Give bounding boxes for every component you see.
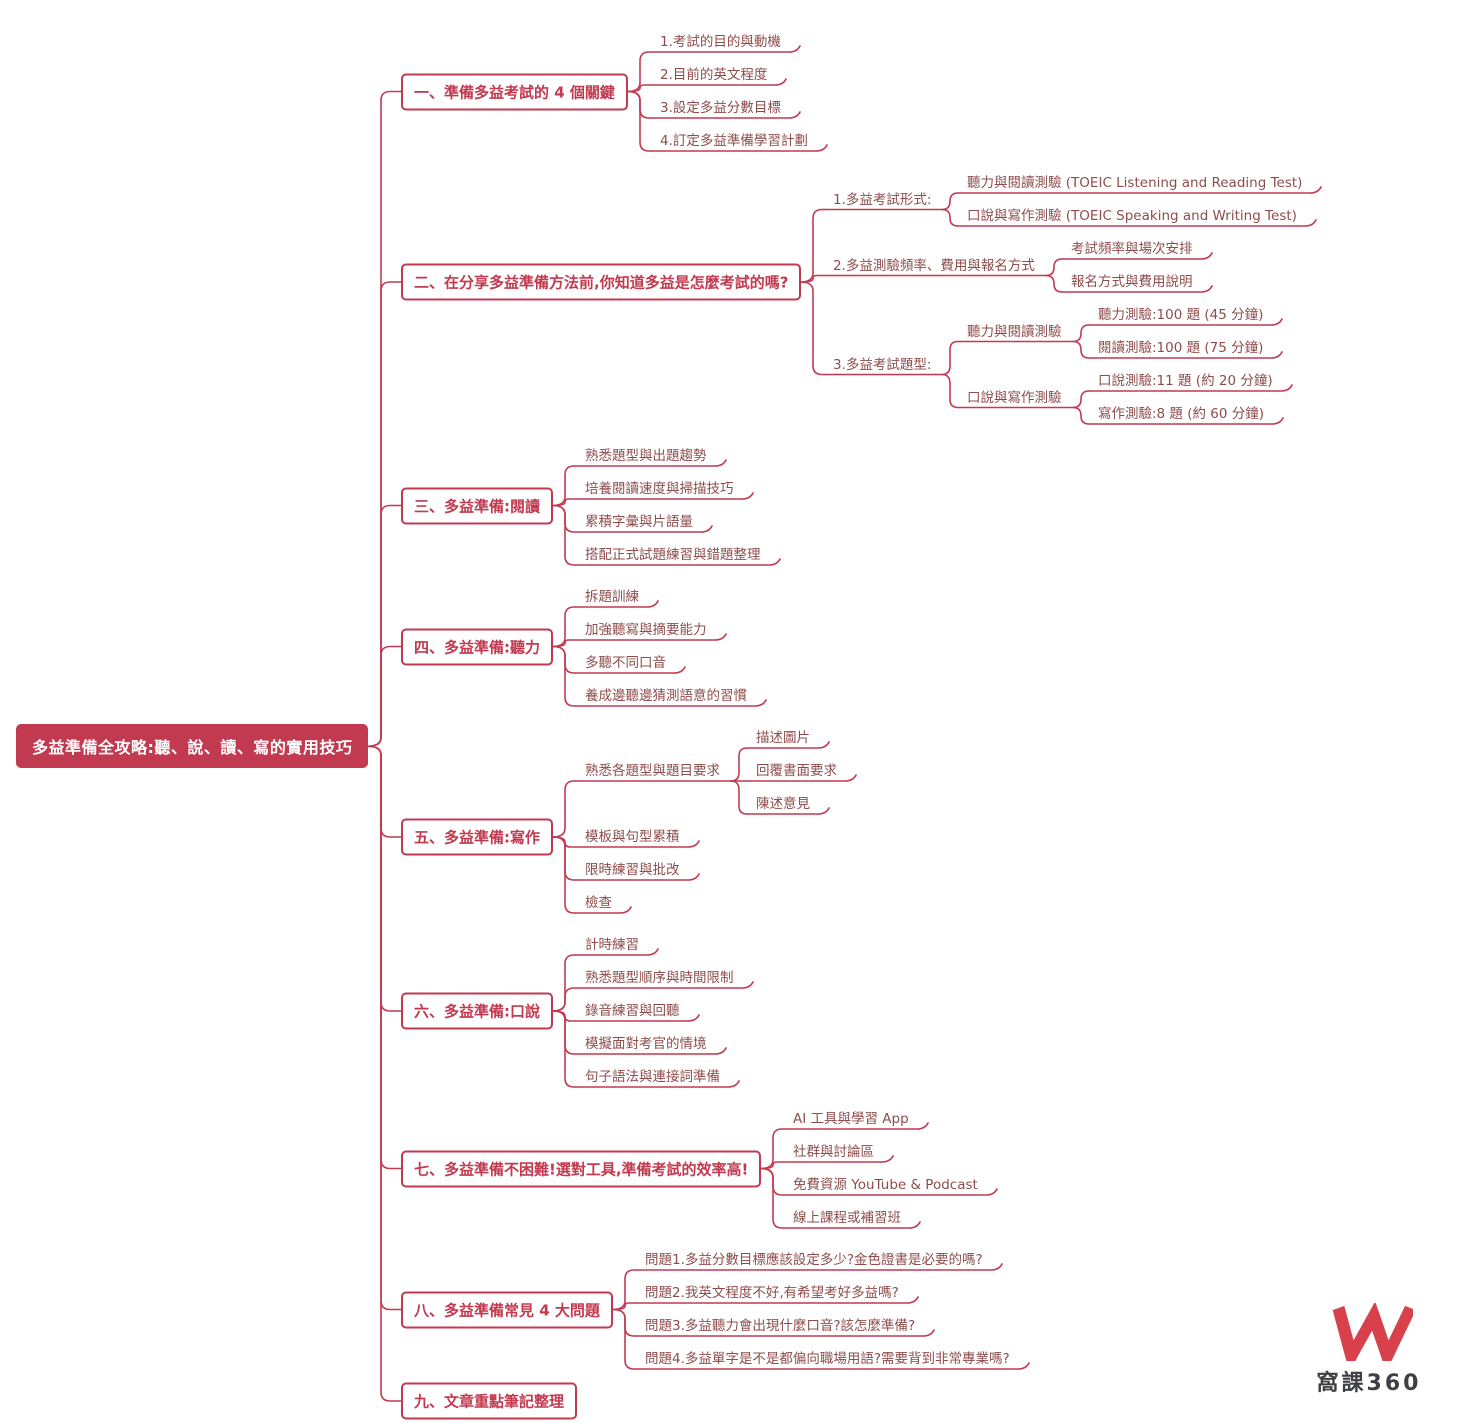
branch-node: 九、文章重點筆記整理 <box>401 1382 578 1420</box>
topic-node: 2.目前的英文程度 <box>660 66 768 83</box>
topic-node: 報名方式與費用說明 <box>1071 273 1193 290</box>
topic-node: 問題3.多益聽力會出現什麼口音?該怎麼準備? <box>645 1317 916 1334</box>
topic-node: 聽力測驗:100 題 (45 分鐘) <box>1098 306 1264 323</box>
logo-text: 窩課360 <box>1316 1371 1422 1396</box>
topic-node: 2.多益測驗頻率、費用與報名方式 <box>833 257 1035 274</box>
topic-node: 線上課程或補習班 <box>793 1209 901 1226</box>
topic-node: 聽力與閱讀測驗 <box>967 323 1062 340</box>
topic-node: 閱讀測驗:100 題 (75 分鐘) <box>1098 339 1264 356</box>
topic-node: 考試頻率與場次安排 <box>1071 240 1193 257</box>
topic-node: 陳述意見 <box>756 795 810 812</box>
topic-node: 3.多益考試題型: <box>833 356 932 373</box>
topic-node: 檢查 <box>585 894 612 911</box>
topic-node: 錄音練習與回聽 <box>585 1002 680 1019</box>
w-logo-icon <box>1332 1303 1413 1361</box>
topic-node: 模板與句型累積 <box>585 828 680 845</box>
topic-node: 拆題訓練 <box>585 588 639 605</box>
branch-node: 五、多益準備:寫作 <box>401 818 553 856</box>
topic-node: 培養閱讀速度與掃描技巧 <box>585 480 734 497</box>
topic-node: 寫作測驗:8 題 (約 60 分鐘) <box>1098 405 1265 422</box>
branch-node: 七、多益準備不困難!選對工具,準備考試的效率高! <box>401 1150 762 1187</box>
topic-node: 問題2.我英文程度不好,有希望考好多益嗎? <box>645 1284 899 1301</box>
branch-node: 六、多益準備:口說 <box>401 992 553 1030</box>
topic-node: 社群與討論區 <box>793 1143 874 1160</box>
branch-node: 二、在分享多益準備方法前,你知道多益是怎麼考試的嗎? <box>401 263 802 301</box>
topic-node: 養成邊聽邊猜測語意的習慣 <box>585 687 747 704</box>
wocourse360-logo: 窩課360 <box>1304 1303 1434 1397</box>
topic-node: 3.設定多益分數目標 <box>660 99 781 116</box>
topic-node: 熟悉題型順序與時間限制 <box>585 969 734 986</box>
topic-node: 熟悉題型與出題趨勢 <box>585 447 707 464</box>
topic-node: 多聽不同口音 <box>585 654 666 671</box>
branch-node: 三、多益準備:閱讀 <box>401 487 553 524</box>
topic-node: 加強聽寫與摘要能力 <box>585 621 707 638</box>
topic-node: 1.多益考試形式: <box>833 191 932 208</box>
topic-node: 句子語法與連接詞準備 <box>585 1068 720 1085</box>
topic-node: 搭配正式試題練習與錯題整理 <box>585 546 761 563</box>
topic-node: 4.訂定多益準備學習計劃 <box>660 132 808 149</box>
topic-node: 模擬面對考官的情境 <box>585 1035 707 1052</box>
root-node: 多益準備全攻略:聽、說、讀、寫的實用技巧 <box>16 724 369 769</box>
topic-node: 限時練習與批改 <box>585 861 680 878</box>
topic-node: 回覆書面要求 <box>756 762 837 779</box>
topic-node: 口說測驗:11 題 (約 20 分鐘) <box>1098 372 1273 389</box>
topic-node: 口說與寫作測驗 (TOEIC Speaking and Writing Test… <box>967 207 1297 224</box>
topic-node: 熟悉各題型與題目要求 <box>585 762 720 779</box>
topic-node: 免費資源 YouTube & Podcast <box>793 1176 978 1193</box>
topic-node: 口說與寫作測驗 <box>967 389 1062 406</box>
branch-node: 四、多益準備:聽力 <box>401 628 553 665</box>
topic-node: 1.考試的目的與動機 <box>660 33 781 50</box>
branch-node: 八、多益準備常見 4 大問題 <box>401 1291 613 1328</box>
topic-node: 描述圖片 <box>756 729 810 746</box>
topic-node: AI 工具與學習 App <box>793 1110 909 1127</box>
topic-node: 聽力與閱讀測驗 (TOEIC Listening and Reading Tes… <box>967 174 1303 191</box>
topic-node: 問題4.多益單字是不是都偏向職場用語?需要背到非常專業嗎? <box>645 1350 1010 1367</box>
topic-node: 累積字彙與片語量 <box>585 513 693 530</box>
topic-node: 問題1.多益分數目標應該設定多少?金色證書是必要的嗎? <box>645 1251 983 1268</box>
branch-node: 一、準備多益考試的 4 個關鍵 <box>401 73 628 110</box>
topic-node: 計時練習 <box>585 936 639 953</box>
